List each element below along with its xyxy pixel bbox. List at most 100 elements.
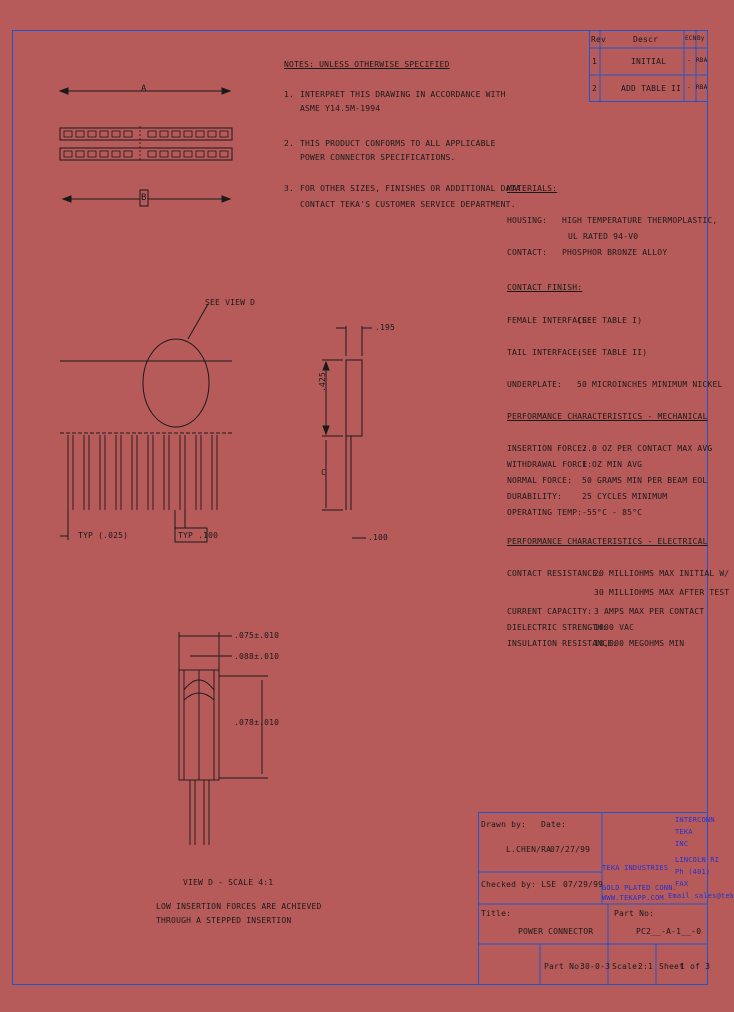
company-right-1: INTERCONN <box>675 816 715 824</box>
elec-row-label: INSULATION RESISTANCE: <box>507 639 618 648</box>
sheet-label: Sheet <box>659 962 685 971</box>
elec-row-value: 10,000 MEGOHMS MIN <box>594 639 685 648</box>
title-label: Title: <box>481 909 512 918</box>
note-2-num: 2. <box>284 139 295 148</box>
dia-088-label: .088±.010 <box>234 652 280 661</box>
housing-line1: HIGH TEMPERATURE THERMOPLASTIC, <box>562 216 718 225</box>
note-3-num: 3. <box>284 184 295 193</box>
by-col-header: By <box>697 35 705 42</box>
dim-b-label: B <box>141 193 147 203</box>
female-label: FEMALE INTERFACE: <box>507 316 593 325</box>
dim-100-label: .100 <box>368 533 389 542</box>
underplate-label: UNDERPLATE: <box>507 380 563 389</box>
company-line2: GOLD PLATED CONN. <box>602 884 678 892</box>
rev-2: 2 <box>592 84 598 93</box>
contact-label: CONTACT: <box>507 248 548 257</box>
view-d-note-line1: LOW INSERTION FORCES ARE ACHIEVED <box>156 902 322 911</box>
checked-by-label: Checked by: LSE <box>481 880 557 889</box>
mech-row-value: 2.0 OZ PER CONTACT MAX AVG <box>582 444 713 453</box>
company-right-3: INC <box>675 840 689 848</box>
part-value: PC2__-A-1__-0 <box>636 927 702 936</box>
elec-row-value: 1000 VAC <box>594 623 635 632</box>
mech-row-label: INSERTION FORCE: <box>507 444 588 453</box>
notes-title: NOTES: UNLESS OTHERWISE SPECIFIED <box>284 60 450 69</box>
part-label: Part No: <box>614 909 655 918</box>
title-block: Drawn by: Date: L.CHEN/RA 07/27/99 TEKA … <box>478 812 734 985</box>
part-no-label: Part No: <box>544 962 585 971</box>
note-3-line1: FOR OTHER SIZES, FINISHES OR ADDITIONAL … <box>300 184 521 193</box>
dim-c-label: C <box>321 468 327 477</box>
mech-row-label: DURABILITY: <box>507 492 563 501</box>
tail-label: TAIL INTERFACE: <box>507 348 583 357</box>
view-d-note-line2: THROUGH A STEPPED INSERTION <box>156 916 292 925</box>
rev-2-by: RBA <box>696 84 708 91</box>
view-d-caption: VIEW D - SCALE 4:1 <box>183 878 274 887</box>
company-right-2: TEKA <box>675 828 693 836</box>
company-right-4: LINCOLN RI <box>675 856 720 864</box>
mech-row-label: OPERATING TEMP: <box>507 508 583 517</box>
dim-425-label: .425 <box>318 371 327 392</box>
elec-row-label: DIELECTRIC STRENGTH: <box>507 623 608 632</box>
scale-value: 2:1 <box>638 962 654 971</box>
note-1-line1: INTERPRET THIS DRAWING IN ACCORDANCE WIT… <box>300 90 506 99</box>
female-value: (SEE TABLE I) <box>577 316 643 325</box>
scale-label: Scale: <box>612 962 643 971</box>
company-line3: WWW.TEKAPP.COM <box>602 894 664 902</box>
housing-label: HOUSING: <box>507 216 548 225</box>
rev-2-desc: ADD TABLE II <box>621 84 682 93</box>
dia-075-label: .075±.010 <box>234 631 280 640</box>
contact-value: PHOSPHOR BRONZE ALLOY <box>562 248 668 257</box>
mech-row-value: 50 GRAMS MIN PER BEAM EOL <box>582 476 708 485</box>
note-2-line2: POWER CONNECTOR SPECIFICATIONS. <box>300 153 456 162</box>
note-1-num: 1. <box>284 90 295 99</box>
ecn-col-header: ECN <box>685 35 697 42</box>
note-3-line2: CONTACT TEKA'S CUSTOMER SERVICE DEPARTME… <box>300 200 516 209</box>
housing-line2: UL RATED 94-V0 <box>568 232 639 241</box>
mech-row-label: NORMAL FORCE: <box>507 476 573 485</box>
drawn-by-value: L.CHEN/RA <box>506 845 552 854</box>
company-right-6: FAX <box>675 880 689 888</box>
part-no-value: 30-0-3 <box>580 962 611 971</box>
dia-078-label: .078±.010 <box>234 718 280 727</box>
elec-row-value: 30 MILLIOHMS MAX AFTER TEST <box>594 588 730 597</box>
typ-025-label: TYP (.025) <box>78 531 129 540</box>
company-right-7: Email sales@tek <box>668 892 734 900</box>
dim-a-label: A <box>141 84 147 94</box>
company-right-5: Ph (401) <box>675 868 711 876</box>
rev-col-header: Rev <box>591 35 607 44</box>
mech-title: PERFORMANCE CHARACTERISTICS - MECHANICAL <box>507 412 708 421</box>
elec-row-label: CURRENT CAPACITY: <box>507 607 593 616</box>
desc-col-header: Descr <box>633 35 659 44</box>
rev-2-ecn: - <box>687 84 691 91</box>
tail-value: (SEE TABLE II) <box>577 348 648 357</box>
drawn-date: 07/27/99 <box>550 845 591 854</box>
materials-title: MATERIALS: <box>507 184 558 193</box>
mech-row-value: 1 OZ MIN AVG <box>582 460 643 469</box>
underplate-value: 50 MICROINCHES MINIMUM NICKEL <box>577 380 723 389</box>
sheet-value: 1 of 3 <box>680 962 711 971</box>
elec-title: PERFORMANCE CHARACTERISTICS - ELECTRICAL <box>507 537 708 546</box>
date-label: Date: <box>541 820 567 829</box>
rev-1-by: RBA <box>696 57 708 64</box>
checked-date: 07/29/99 <box>563 880 604 889</box>
company-line1: TEKA INDUSTRIES <box>602 864 669 872</box>
note-2-line1: THIS PRODUCT CONFORMS TO ALL APPLICABLE <box>300 139 496 148</box>
mech-row-value: -55°C - 85°C <box>582 508 643 517</box>
typ-100-label: TYP .100 <box>178 531 219 540</box>
rev-1-desc: INITIAL <box>631 57 667 66</box>
finish-title: CONTACT FINISH: <box>507 283 583 292</box>
drawn-by-label: Drawn by: <box>481 820 527 829</box>
elec-row-value: 20 MILLIOHMS MAX INITIAL W/ <box>594 569 730 578</box>
rev-1: 1 <box>592 57 598 66</box>
mech-row-label: WITHDRAWAL FORCE: <box>507 460 593 469</box>
drawing-border <box>12 30 708 985</box>
elec-row-value: 3 AMPS MAX PER CONTACT <box>594 607 705 616</box>
rev-1-ecn: - <box>687 57 691 64</box>
revision-table: Rev Descr ECN By 1 INITIAL - RBA 2 ADD T… <box>589 30 708 102</box>
see-view-d-label: SEE VIEW D <box>205 298 256 307</box>
mech-row-value: 25 CYCLES MINIMUM <box>582 492 668 501</box>
dim-195-label: .195 <box>375 323 396 332</box>
elec-row-label: CONTACT RESISTANCE: <box>507 569 603 578</box>
note-1-line2: ASME Y14.5M-1994 <box>300 104 381 113</box>
